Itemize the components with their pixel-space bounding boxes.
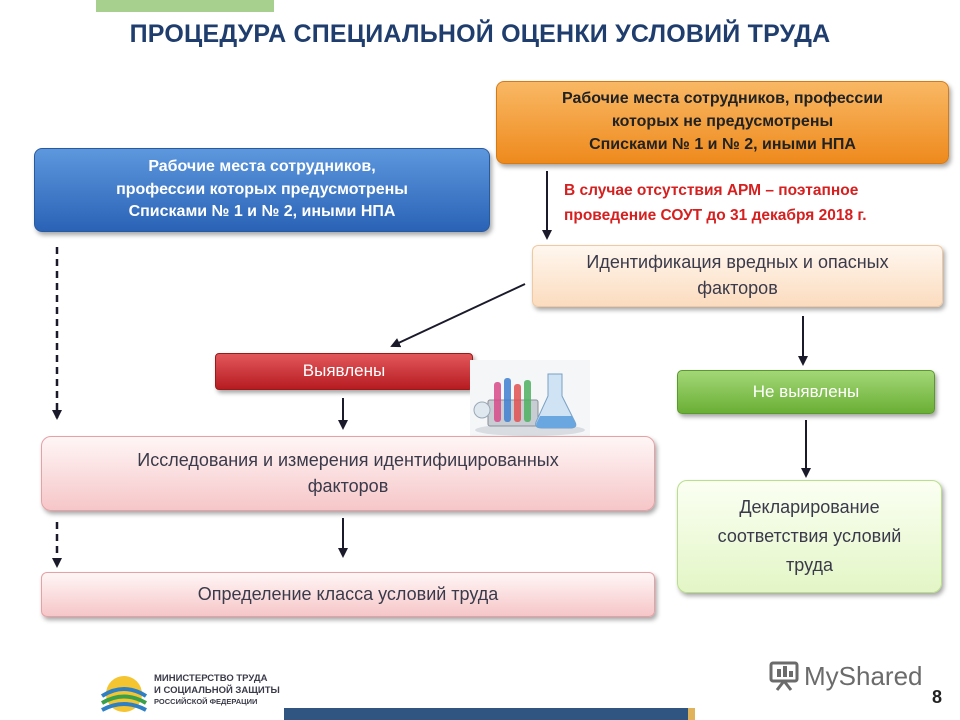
declaration-line-1: Декларирование bbox=[739, 497, 880, 518]
declaration-line-2: соответствия условий bbox=[717, 526, 902, 547]
research-line-1: Исследования и измерения идентифицирован… bbox=[137, 449, 559, 470]
found-box: Выявлены bbox=[215, 353, 473, 390]
ministry-logo-icon bbox=[100, 676, 148, 712]
arm-note-line-2: проведение СОУТ до 31 декабря 2018 г. bbox=[564, 207, 867, 225]
ministry-line-2: И СОЦИАЛЬНОЙ ЗАЩИТЫ bbox=[154, 684, 280, 696]
unlisted-jobs-line-3: Списками № 1 и № 2, иными НПА bbox=[589, 135, 856, 153]
identification-box: Идентификация вредных и опасных факторов bbox=[532, 245, 943, 307]
declaration-box: Декларирование соответствия условий труд… bbox=[677, 480, 942, 593]
ministry-line-1: МИНИСТЕРСТВО ТРУДА bbox=[154, 673, 268, 684]
page-number: 8 bbox=[932, 687, 943, 707]
bottom-bar bbox=[284, 708, 694, 720]
ministry-line-3: РОССИЙСКОЙ ФЕДЕРАЦИИ bbox=[154, 696, 258, 706]
arm-note-line-1: В случае отсутствия АРМ – поэтапное bbox=[564, 182, 859, 199]
watermark-text: MyShared bbox=[804, 660, 923, 691]
top-accent-bar bbox=[96, 0, 274, 12]
research-box: Исследования и измерения идентифицирован… bbox=[41, 436, 655, 511]
page-title: ПРОЦЕДУРА СПЕЦИАЛЬНОЙ ОЦЕНКИ УСЛОВИЙ ТРУ… bbox=[129, 20, 831, 48]
presentation-icon bbox=[769, 661, 799, 691]
listed-jobs-line-1: Рабочие места сотрудников, bbox=[148, 157, 376, 175]
identification-line-2: факторов bbox=[697, 278, 778, 298]
unlisted-jobs-line-2: которых не предусмотрены bbox=[611, 113, 834, 131]
not-found-box: Не выявлены bbox=[677, 370, 935, 414]
lab-flasks-image bbox=[470, 360, 590, 438]
identification-line-1: Идентификация вредных и опасных bbox=[586, 252, 889, 273]
bottom-bar-accent bbox=[688, 708, 695, 720]
arm-note: В случае отсутствия АРМ – поэтапное пров… bbox=[564, 178, 954, 228]
class-definition-box: Определение класса условий труда bbox=[41, 572, 655, 617]
research-line-2: факторов bbox=[307, 475, 389, 496]
unlisted-jobs-line-1: Рабочие места сотрудников, профессии bbox=[562, 90, 883, 108]
watermark: MyShared bbox=[768, 656, 923, 696]
arrow-identification-to-found bbox=[390, 283, 526, 348]
listed-jobs-line-2: профессии которых предусмотрены bbox=[116, 180, 408, 198]
unlisted-jobs-box: Рабочие места сотрудников, профессии кот… bbox=[496, 81, 949, 164]
declaration-line-3: труда bbox=[786, 554, 833, 575]
listed-jobs-box: Рабочие места сотрудников, профессии кот… bbox=[34, 148, 490, 232]
ministry-name: МИНИСТЕРСТВО ТРУДА И СОЦИАЛЬНОЙ ЗАЩИТЫ Р… bbox=[154, 673, 280, 706]
listed-jobs-line-3: Списками № 1 и № 2, иными НПА bbox=[128, 203, 396, 221]
